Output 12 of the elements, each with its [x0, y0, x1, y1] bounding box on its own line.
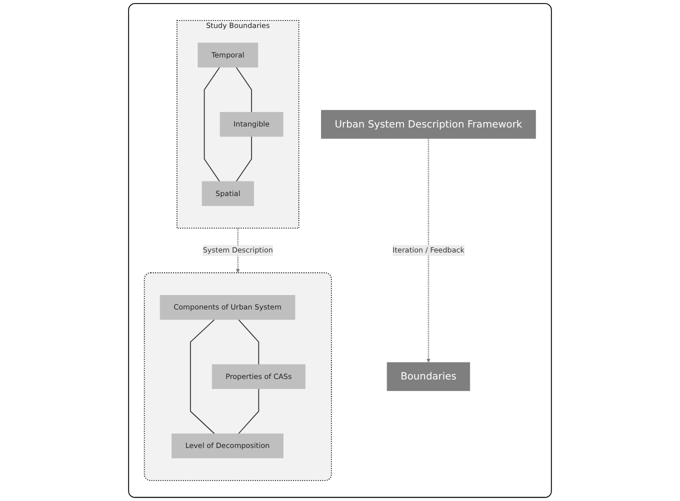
arrow [426, 138, 430, 363]
connector [236, 136, 252, 182]
node-box: Boundaries [386, 362, 470, 392]
node-box: Urban System Description Framework [321, 110, 536, 139]
connector [190, 319, 215, 434]
connector [238, 319, 260, 365]
cluster [128, 3, 552, 498]
arrow [236, 228, 240, 273]
connector [238, 388, 260, 434]
connector [236, 66, 252, 113]
cluster [144, 272, 332, 481]
connector [204, 66, 220, 182]
